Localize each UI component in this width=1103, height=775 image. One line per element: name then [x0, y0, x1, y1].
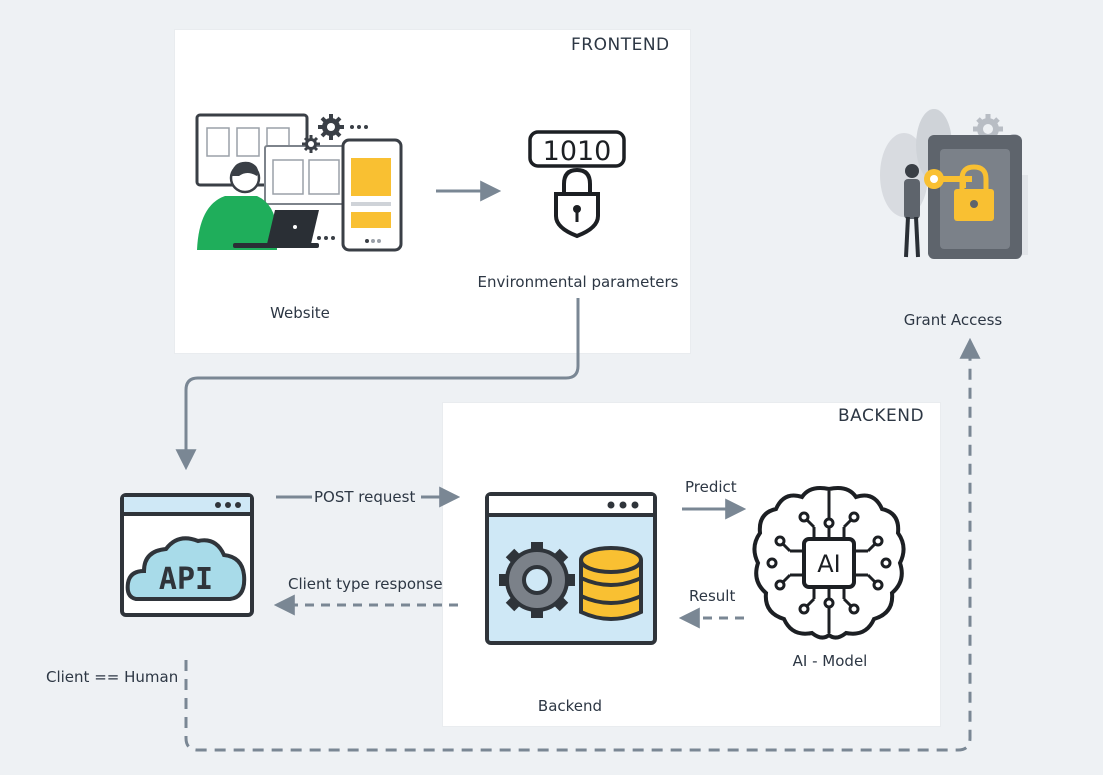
client-type-response-label: Client type response [288, 575, 443, 593]
gear-small-icon [302, 135, 320, 153]
backend-title: BACKEND [838, 406, 925, 426]
backend-label: Backend [537, 697, 603, 715]
database-icon [579, 546, 643, 621]
backend-server-icon [485, 492, 657, 645]
ai-brain-icon: AI [752, 486, 906, 640]
frontend-title: FRONTEND [571, 35, 670, 55]
ai-chip-text: AI [817, 550, 841, 578]
ai-model-label: AI - Model [792, 652, 868, 670]
predict-label: Predict [685, 478, 737, 496]
params-to-api-arrow [175, 298, 580, 471]
client-human-label: Client == Human [46, 668, 179, 686]
gear-icon [499, 542, 575, 618]
api-text: API [159, 562, 213, 597]
website-label: Website [270, 304, 330, 322]
grant-access-illustration [880, 109, 1028, 259]
result-label: Result [689, 587, 736, 605]
website-illustration [195, 113, 403, 252]
api-icon: API [120, 493, 254, 617]
grant-access-label: Grant Access [903, 311, 1003, 329]
grant-access-loop [184, 337, 981, 752]
frontend-panel [175, 30, 690, 353]
binary-text: 1010 [543, 136, 612, 167]
binary-lock-icon: 1010 [528, 130, 626, 239]
post-request-label: POST request [314, 488, 416, 506]
environmental-parameters-label: Environmental parameters [477, 273, 679, 291]
gear-icon [318, 114, 344, 140]
